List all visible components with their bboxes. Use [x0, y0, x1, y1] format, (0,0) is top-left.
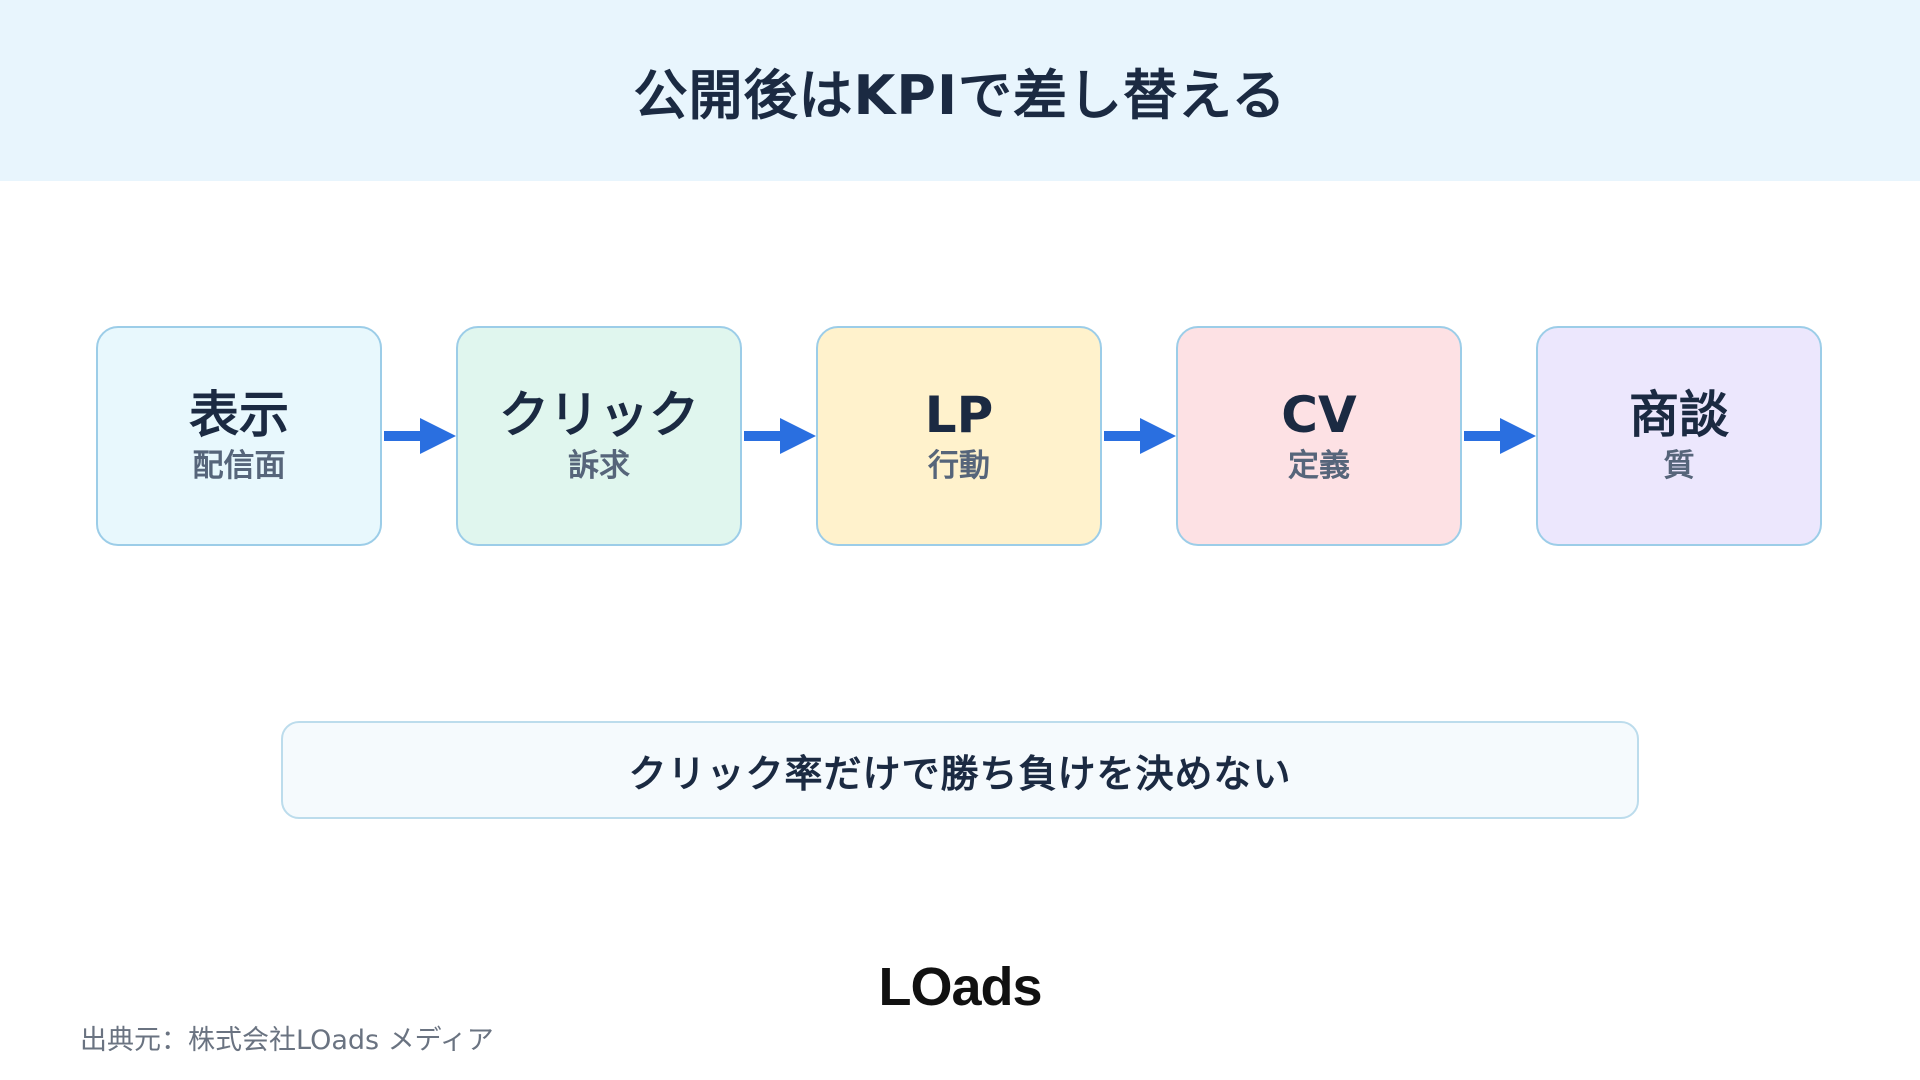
step-title: 表示 — [189, 386, 289, 445]
summary-callout: クリック率だけで勝ち負けを決めない — [281, 721, 1639, 819]
step-subtitle: 質 — [1663, 448, 1695, 485]
source-credit: 出典元：株式会社LOads メディア — [80, 1025, 494, 1056]
step-lp: LP 行動 — [816, 326, 1102, 546]
header-band: 公開後はKPIで差し替える — [0, 0, 1920, 181]
step-subtitle: 訴求 — [568, 448, 630, 485]
step-cv: CV 定義 — [1176, 326, 1462, 546]
step-title: 商談 — [1629, 386, 1729, 445]
step-subtitle: 行動 — [928, 448, 990, 485]
step-title: クリック — [499, 386, 699, 445]
step-display: 表示 配信面 — [96, 326, 382, 546]
page-title: 公開後はKPIで差し替える — [633, 64, 1287, 127]
step-title: CV — [1281, 386, 1357, 445]
step-subtitle: 定義 — [1288, 448, 1350, 485]
arrow-right-icon — [1464, 418, 1536, 454]
step-click: クリック 訴求 — [456, 326, 742, 546]
arrow-right-icon — [1104, 418, 1176, 454]
arrow-right-icon — [384, 418, 456, 454]
step-meeting: 商談 質 — [1536, 326, 1822, 546]
loads-logo: LOads — [860, 952, 1060, 1022]
summary-text: クリック率だけで勝ち負けを決めない — [628, 751, 1292, 796]
step-title: LP — [924, 386, 994, 445]
step-subtitle: 配信面 — [192, 448, 286, 485]
arrow-right-icon — [744, 418, 816, 454]
kpi-flow: 表示 配信面 クリック 訴求 LP 行動 CV 定義 — [0, 326, 1920, 550]
logo-text: LOads — [878, 957, 1042, 1017]
